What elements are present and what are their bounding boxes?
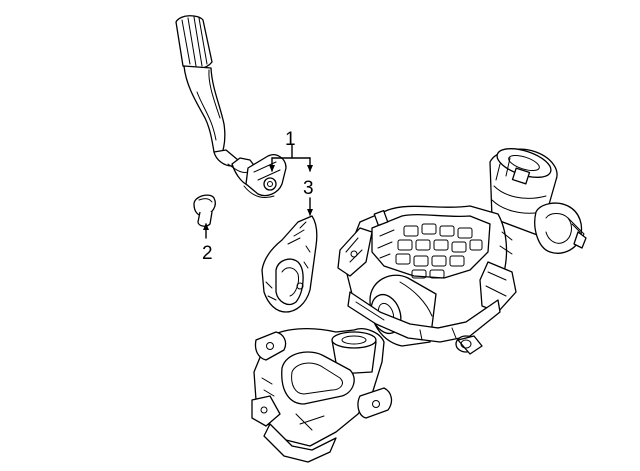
- steering-column-assembly: [251, 148, 587, 463]
- callout-3: 3: [303, 178, 314, 199]
- shift-lever-part: [175, 15, 287, 199]
- cover-part: [261, 215, 318, 313]
- callout-1: 1: [285, 129, 296, 150]
- callout-2: 2: [202, 243, 213, 264]
- callout-leaders: [203, 144, 313, 239]
- bolt-part: [193, 194, 216, 227]
